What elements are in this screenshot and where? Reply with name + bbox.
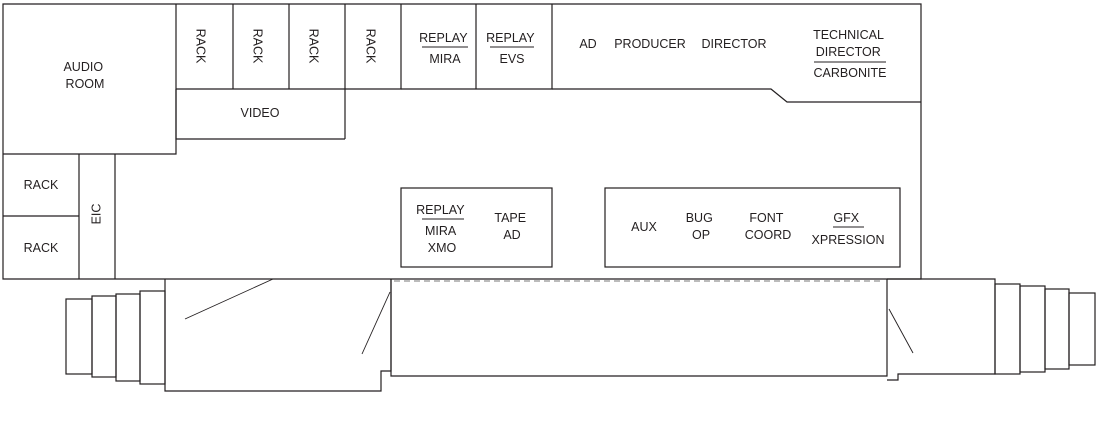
center-section <box>390 279 888 377</box>
replay-tape-console <box>400 187 553 268</box>
aux-label: AUX <box>631 220 657 234</box>
right-telescoping-segments <box>994 283 1096 375</box>
replay-mira-xmo-label: REPLAY MIRA XMO <box>416 203 468 255</box>
audio-room-wall <box>3 4 177 155</box>
video-room-wall <box>175 89 345 140</box>
graphics-console <box>604 187 901 268</box>
left-expando <box>164 279 392 392</box>
director-label: DIRECTOR <box>701 37 766 51</box>
rack-label-3: RACK <box>307 29 321 64</box>
tape-ad-label: TAPE AD <box>494 211 529 242</box>
bug-op-label: BUG OP <box>686 211 717 242</box>
rack-label-4: RACK <box>364 29 378 64</box>
rack-left-label-1: RACK <box>24 178 59 192</box>
font-coord-label: FONT COORD <box>745 211 792 242</box>
rack-label-1: RACK <box>194 29 208 64</box>
rack-label-2: RACK <box>251 29 265 64</box>
production-room-wall <box>552 88 921 103</box>
rack-left-label-2: RACK <box>24 241 59 255</box>
producer-label: PRODUCER <box>614 37 686 51</box>
gfx-xpression-label: GFX XPRESSION <box>812 211 885 247</box>
left-telescoping-segments <box>65 290 166 385</box>
eic-label: EIC <box>89 204 103 225</box>
replay-evs-label: REPLAY EVS <box>486 31 538 66</box>
video-label: VIDEO <box>241 106 280 120</box>
replay-mira-label: REPLAY MIRA <box>419 31 471 66</box>
technical-director-label: TECHNICAL DIRECTOR CARBONITE <box>813 28 887 80</box>
ad-label: AD <box>579 37 596 51</box>
eic-room-wall <box>78 154 116 279</box>
right-expando <box>887 278 996 381</box>
audio-room-label: AUDIO ROOM <box>63 60 106 91</box>
